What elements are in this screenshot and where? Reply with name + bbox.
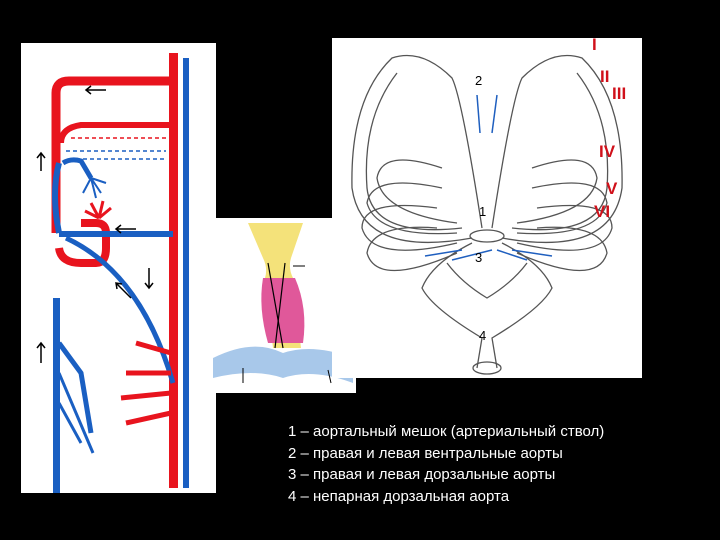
arch-number-2: II [600, 67, 610, 86]
legend-item-2: 2 – правая и левая вентральные аорты [288, 444, 563, 462]
arch-number-5: V [606, 179, 618, 198]
legend-item-3: 3 – правая и левая дорзальные аорты [288, 466, 556, 483]
aortic-arches-diagram [332, 38, 642, 378]
arch-number-6: VI [594, 202, 611, 221]
arch-number-4: IV [599, 142, 616, 161]
label-3: 3 [475, 250, 483, 265]
arch-number-1: I [592, 35, 597, 54]
circulation-diagram [21, 43, 216, 493]
legend-item-1: 1 – аортальный мешок (артериальный ствол… [288, 423, 605, 440]
label-1: 1 [479, 204, 487, 219]
arch-number-3: III [612, 84, 627, 103]
legend: 1 – аортальный мешок (артериальный ствол… [288, 421, 604, 507]
legend-item-4: 4 – непарная дорзальная аорта [288, 487, 510, 505]
label-2: 2 [475, 73, 483, 88]
label-4: 4 [479, 328, 487, 343]
